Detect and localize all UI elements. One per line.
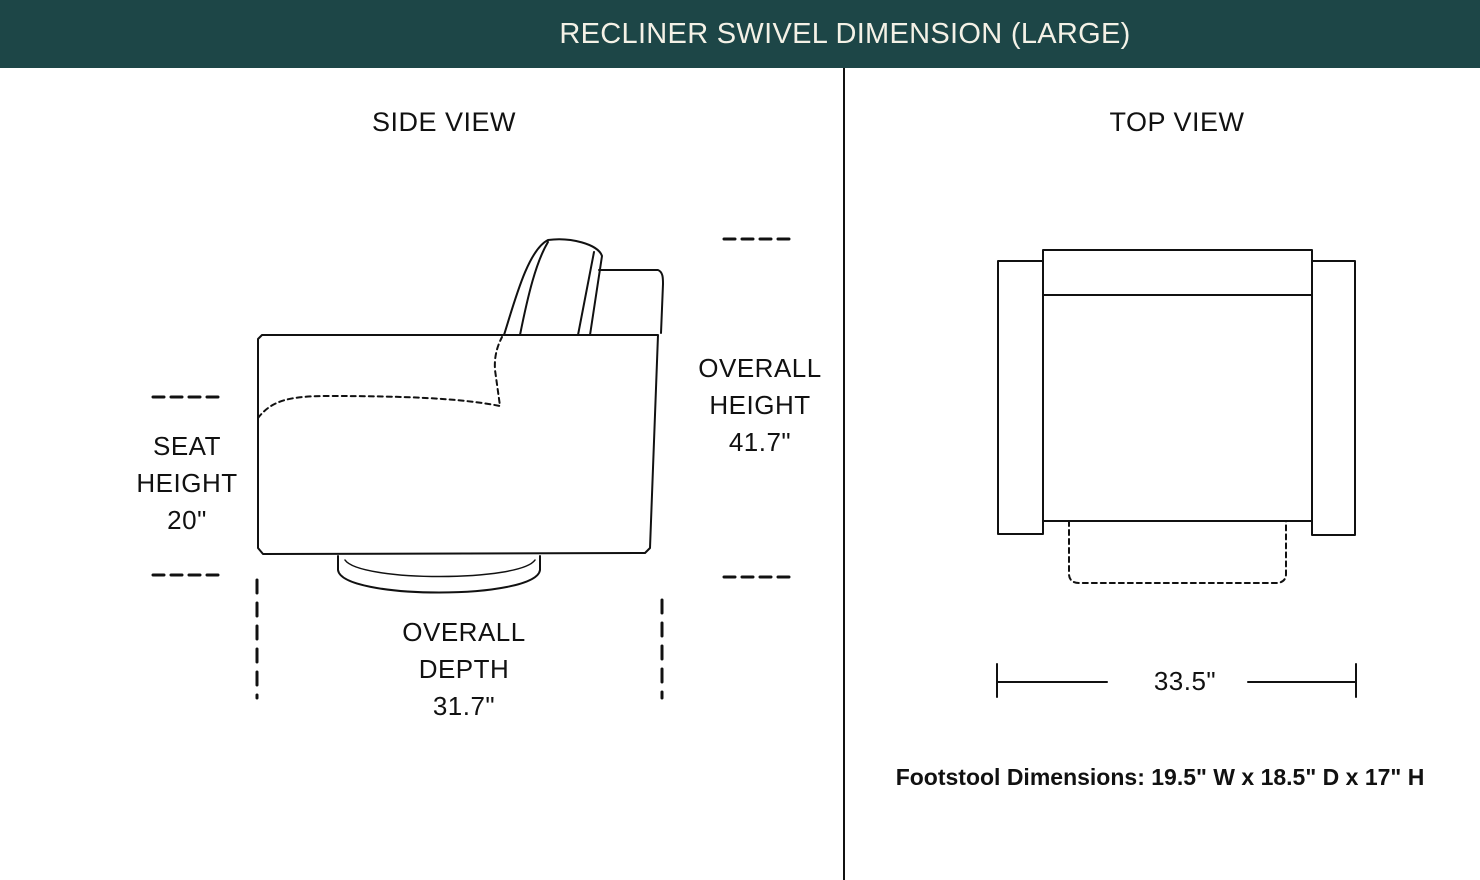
- top-view-title: TOP VIEW: [1109, 107, 1245, 137]
- footrest-extension: [1068, 520, 1287, 584]
- overall-height-line-1: OVERALL: [698, 353, 822, 383]
- overall-depth-value: 31.7": [432, 691, 496, 721]
- seat: [1042, 294, 1313, 522]
- width-value: 33.5": [1153, 666, 1217, 696]
- seat-height-label: SEAT HEIGHT 20": [117, 428, 257, 539]
- headrest-seam-2: [577, 251, 595, 336]
- left-arm: [997, 260, 1044, 535]
- side-view-title: SIDE VIEW: [371, 107, 517, 137]
- footstool-dimensions: Footstool Dimensions: 19.5" W x 18.5" D …: [895, 764, 1425, 790]
- seat-hidden-line: [257, 336, 503, 419]
- panel-divider: [843, 68, 845, 880]
- right-arm: [1311, 260, 1356, 536]
- headrest-seam: [519, 241, 549, 336]
- overall-height-label: OVERALL HEIGHT 41.7": [680, 350, 840, 461]
- seat-height-line-2: HEIGHT: [136, 468, 238, 498]
- back-cushion: [598, 269, 664, 334]
- dimension-markers: [151, 237, 791, 700]
- overall-depth-line-2: DEPTH: [418, 654, 510, 684]
- overall-depth-line-1: OVERALL: [402, 617, 526, 647]
- chair-side-view: [257, 238, 664, 594]
- page-title: RECLINER SWIVEL DIMENSION (LARGE): [559, 18, 1131, 50]
- overall-height-line-2: HEIGHT: [709, 390, 811, 420]
- swivel-base-inner: [344, 559, 536, 578]
- seat-height-line-1: SEAT: [153, 431, 221, 461]
- chair-body: [257, 334, 659, 555]
- chair-top-view: [997, 249, 1356, 584]
- headrest: [503, 238, 603, 336]
- overall-depth-label: OVERALL DEPTH 31.7": [384, 614, 544, 725]
- width-dimension: [996, 663, 1357, 698]
- backrest: [1042, 249, 1313, 296]
- swivel-base: [337, 555, 541, 594]
- header-bar: RECLINER SWIVEL DIMENSION (LARGE): [0, 0, 1480, 68]
- seat-height-value: 20": [167, 505, 207, 535]
- overall-height-value: 41.7": [728, 427, 792, 457]
